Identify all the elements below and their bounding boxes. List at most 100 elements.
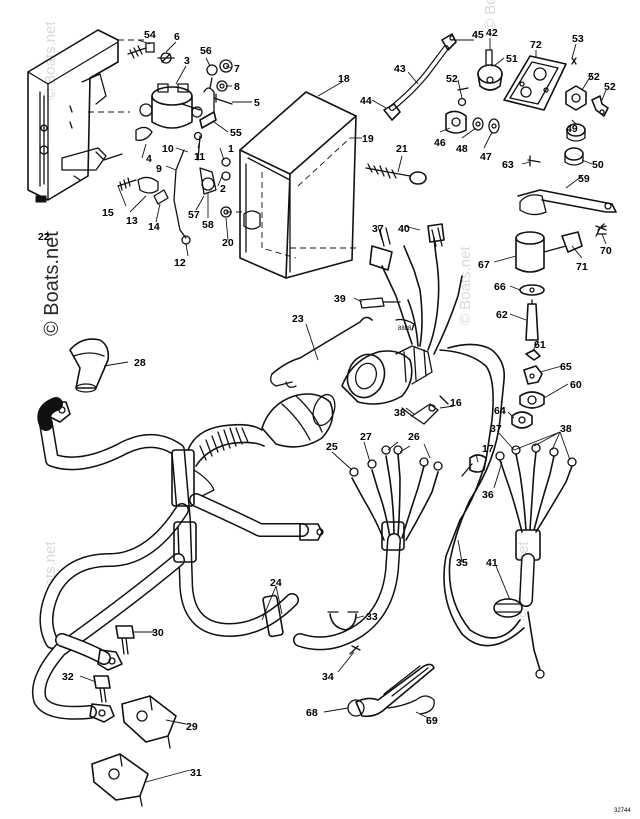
callout-21: 21	[396, 143, 408, 155]
callout-35: 35	[456, 557, 468, 569]
callout-58: 56	[200, 45, 212, 57]
callout-50: 49	[566, 123, 578, 135]
plunger-part	[511, 284, 545, 429]
callout-49: 48	[456, 143, 468, 155]
watermark-faint: © Boats.net	[42, 21, 59, 100]
callout-53: 52	[604, 81, 616, 93]
callout-30: 30	[152, 627, 164, 639]
callout-labels: 54 6 3 56 7 8 5 55 4 10 9 11 1 2 57 58 2…	[38, 27, 616, 779]
callout-3: 3	[184, 55, 190, 67]
callout-1: 1	[228, 143, 234, 155]
callout-52b: 52	[588, 71, 600, 83]
plug-connector-part	[261, 393, 336, 448]
callout-27: 27	[360, 431, 372, 443]
drawing-reference-number: 32744	[614, 808, 631, 814]
callout-39: 38	[394, 407, 406, 419]
callout-63: 61	[534, 339, 546, 351]
callout-54: 52	[446, 73, 458, 85]
callout-16: 16	[450, 397, 462, 409]
mounting-bracket-part	[27, 29, 148, 203]
callout-9: 9	[156, 163, 162, 175]
terminal-block-part	[91, 695, 177, 807]
wire-clip-part	[270, 316, 373, 388]
callout-67: 65	[560, 361, 572, 373]
callout-32: 32	[62, 671, 74, 683]
callout-13: 13	[126, 215, 138, 227]
mounting-plate-part	[503, 55, 567, 111]
callout-45: 44	[360, 95, 372, 107]
callout-12: 12	[174, 257, 186, 269]
control-box-part	[226, 91, 357, 279]
callout-22: 22	[38, 231, 50, 243]
solenoid-part	[139, 83, 203, 129]
screw-part	[127, 42, 175, 64]
watermark-faint: © Boats.net	[457, 246, 474, 325]
callout-10: 10	[162, 143, 174, 155]
callout-18: 18	[338, 73, 350, 85]
socket-connector-part	[341, 345, 433, 405]
callout-40: 39	[334, 293, 346, 305]
callout-31: 31	[190, 767, 202, 779]
bolt-part	[93, 625, 135, 703]
callout-26: 26	[408, 431, 420, 443]
callout-5: 5	[254, 97, 260, 109]
callout-4: 4	[146, 153, 152, 165]
terminal-leads-part	[95, 59, 233, 245]
callout-55: 53	[572, 33, 584, 45]
callout-34: 34	[322, 671, 334, 683]
callout-17: 17	[482, 443, 494, 455]
clamp-part	[327, 611, 361, 655]
callout-52: 51	[506, 53, 518, 65]
callout-6: 6	[174, 31, 180, 43]
callout-72: 70	[600, 245, 612, 257]
callout-43: 42	[486, 27, 498, 39]
bracket-arm-part	[517, 189, 617, 216]
callout-24: 24	[270, 577, 282, 589]
callout-46: 45	[472, 29, 484, 41]
callout-38b: 38	[560, 423, 572, 435]
callout-57: 55	[230, 127, 242, 139]
callout-59: 57	[188, 209, 200, 221]
callout-41: 40	[398, 223, 410, 235]
callout-74: 72	[530, 39, 542, 51]
callout-68: 66	[494, 281, 506, 293]
watermark-main: © Boats.net	[41, 231, 63, 336]
harness-leads-part: 8888	[359, 223, 525, 647]
tool-handle-part	[347, 663, 435, 718]
callout-71: 69	[426, 715, 438, 727]
callout-42: 41	[486, 557, 498, 569]
callout-70: 68	[306, 707, 318, 719]
callout-61: 59	[578, 173, 590, 185]
key-switch-part	[445, 49, 503, 134]
callout-23: 23	[292, 313, 304, 325]
callout-62: 60	[570, 379, 582, 391]
callout-29: 29	[186, 721, 198, 733]
callout-2: 2	[220, 183, 226, 195]
callout-33: 33	[366, 611, 378, 623]
callout-56: 54	[144, 29, 156, 41]
callout-44: 43	[394, 63, 406, 75]
cable-boot-part	[69, 338, 110, 393]
callout-28: 28	[134, 357, 146, 369]
callout-73: 71	[576, 261, 588, 273]
callout-48: 47	[480, 151, 492, 163]
tie-strap-part	[401, 395, 487, 477]
callout-38: 37	[372, 223, 384, 235]
callout-51: 50	[592, 159, 604, 171]
capacitor-part	[515, 223, 607, 273]
callout-14: 14	[148, 221, 160, 233]
callout-7: 7	[234, 63, 240, 75]
callout-15: 15	[102, 207, 114, 219]
callout-8: 8	[234, 81, 240, 93]
callout-36: 36	[482, 489, 494, 501]
callout-65: 63	[502, 159, 514, 171]
callout-47: 46	[434, 137, 446, 149]
wire-bundle-right-part	[493, 443, 577, 679]
callout-37: 37	[490, 423, 502, 435]
corrugated-sleeve-part	[187, 423, 265, 497]
nut-part	[565, 57, 609, 117]
callout-60: 58	[202, 219, 214, 231]
callout-69: 67	[478, 259, 490, 271]
callout-11: 11	[194, 151, 205, 163]
